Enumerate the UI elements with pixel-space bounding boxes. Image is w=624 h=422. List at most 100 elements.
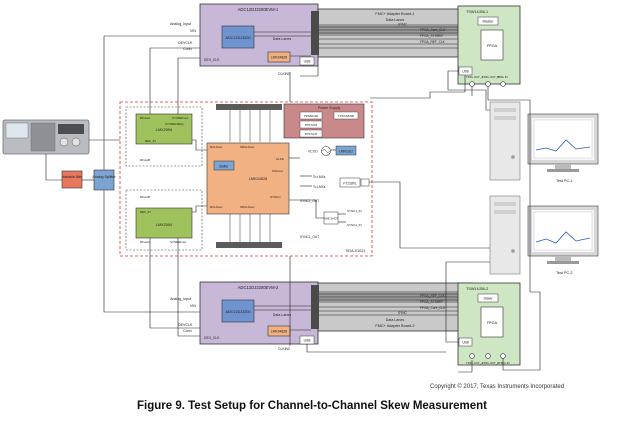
- test-pc-2-label: Test PC-2: [556, 271, 573, 275]
- fpga-bottom-label: FPGA: [487, 321, 498, 325]
- lmk-center: [206, 142, 290, 215]
- lmx-bottom-rfouta: RFoutA: [140, 240, 150, 244]
- fpga-sysref-top: FPGA_SYSREF: [420, 34, 443, 38]
- tida-board: TIDA-01021 LMX2594 RFoutA SYSREFout SYSR…: [119, 101, 373, 257]
- fpga-top: [480, 29, 504, 61]
- sync1-in-b: SYNC1_IN: [347, 223, 362, 227]
- vin-bottom: VIN: [190, 304, 196, 308]
- tsw-top-title: TSW14J56-1: [466, 10, 488, 14]
- fmc-data-lanes-bottom: Data Lanes: [386, 318, 405, 322]
- trig-out-b-top: TRIG OUT_B: [482, 75, 499, 79]
- lmx-bottom-label: LMX2594: [156, 223, 172, 227]
- sync-bottom-label: SYNC: [398, 311, 408, 315]
- test-pc-1: Test PC-1: [489, 101, 599, 183]
- usb-label-bottom: USB: [304, 339, 312, 343]
- lmx-top-sysrefreq: SYSREFREQ: [165, 122, 184, 126]
- tida-label: TIDA-01021: [345, 249, 365, 253]
- lmx-top: [135, 113, 193, 145]
- wiring: [45, 31, 541, 373]
- lmk-top: [267, 51, 291, 63]
- sync-top-label: SYNC: [398, 23, 408, 27]
- tps-d: TPS7A47: [305, 132, 318, 136]
- buffer-block: [213, 160, 235, 171]
- adc-chip-top-label: ADC12DJ3200: [225, 36, 250, 40]
- fmc-connector-bottom-left: [311, 285, 319, 329]
- devclk-bottom: DEVCLK: [178, 323, 193, 327]
- figure-caption: Figure 9. Test Setup for Channel-to-Chan…: [137, 400, 487, 412]
- clkin0-bottom: CLKIN0: [278, 347, 290, 351]
- fmc-connector-top-left: [311, 11, 319, 55]
- trig-out-b-bottom: TRIG OUT_B: [482, 361, 499, 365]
- trig-in-bottom: TRIG IN: [499, 361, 510, 365]
- analog-input-top: Analog_Input: [170, 22, 191, 26]
- lmx-top-sysrefout: SYSREFout: [172, 116, 188, 120]
- usb-port-top: [299, 56, 315, 66]
- lmx-top-label: LMX2594: [156, 128, 172, 132]
- master-badge: [477, 16, 499, 26]
- fpga-ref-clk-bottom: FPGA_REF_CLK: [420, 294, 446, 298]
- adc-evm-top: ADC12DJ3200EVM-1 ADC12DJ3200 LMK04828 Da…: [199, 3, 319, 67]
- lmk-center-sdclkout-b: SDCLKout: [240, 205, 254, 209]
- tps-c: TPS7A91: [305, 123, 318, 127]
- trig-out-a-top: TRIG OUT_A: [466, 75, 483, 79]
- slave-label: Slave: [484, 297, 493, 301]
- tps-a: TPS82130: [304, 114, 319, 118]
- test-setup-diagram: Variable Attn Analog Splitter ADC12DJ320…: [2, 3, 599, 373]
- power-supply: [283, 103, 365, 139]
- analog-splitter: Analog Splitter: [92, 169, 116, 191]
- clkin0-top: CLKIN0: [278, 72, 290, 76]
- lmk-center-dclkout: DCLKout: [210, 145, 222, 149]
- vin-top: VIN: [190, 29, 196, 33]
- power-supply-label: Power Supply: [318, 106, 340, 110]
- adc-chip-bottom-label: ADC12DJ3200: [225, 310, 250, 314]
- conn-bottom: Conn: [183, 329, 192, 333]
- lmx-bottom: [135, 207, 193, 239]
- lmk-center-syncin: SYNCin: [270, 195, 281, 199]
- lmx-top-rfoutb: RFoutB: [140, 158, 150, 162]
- buffer-label: Buffer: [220, 165, 230, 169]
- copyright-notice: Copyright © 2017, Texas Instruments Inco…: [430, 384, 565, 390]
- usb-label-tsw-top: USB: [462, 70, 469, 74]
- analog-splitter-label: Analog Splitter: [92, 175, 116, 179]
- data-lanes-bottom: Data Lanes: [273, 313, 292, 317]
- adc-evm-top-title: ADC12DJ3200EVM-1: [238, 7, 279, 12]
- lmx-top-rfouta: RFoutA: [140, 116, 150, 120]
- master-label: Master: [483, 20, 495, 24]
- devclk-top: DEVCLK: [178, 41, 193, 45]
- fpga-sysref-bottom: FPGA_SYSREF: [420, 300, 443, 304]
- one-shot-label: ONE SHOT: [324, 217, 339, 221]
- trig-out-a-bottom: TRIG OUT_A: [466, 361, 483, 365]
- slave-badge: [477, 293, 499, 303]
- usb-label-top: USB: [304, 60, 312, 64]
- fpga-bottom: [480, 306, 504, 338]
- variable-attenuator: Variable Attn: [61, 170, 83, 189]
- sync1-out-b: SYNC1_OUT: [300, 235, 319, 239]
- adc-evm-bottom-title: ADC12DJ3200EVM-2: [238, 285, 279, 290]
- lmk61e2-block: [335, 145, 357, 156]
- data-lanes-top: Data Lanes: [273, 37, 292, 41]
- sync1-in-a: SYNC1_IN: [347, 209, 362, 213]
- to-lmxs-a: To LMXs: [313, 175, 326, 179]
- fmc-adapter-bottom: FPGA_REF_CLK FPGA_SYSREF FPGA_Core_CLK S…: [317, 282, 473, 332]
- fpga-top-label: FPGA: [487, 44, 498, 48]
- lmk-center-oscout: OSCout: [272, 169, 283, 173]
- lmk-center-dclkout-b: DCLKout: [210, 205, 222, 209]
- tps-b: TPS7A8300: [338, 114, 355, 118]
- fmc-adapter-top-title: FMC+ Adapter Board-1: [375, 12, 414, 16]
- lmk-center-clkin: CLKin: [276, 157, 285, 161]
- analog-input-bottom: Analog_Input: [170, 297, 191, 301]
- to-lmxs-b: To LMXs: [313, 185, 326, 189]
- vcxo-label: VCXO: [308, 150, 318, 154]
- fmc-adapter-bottom-title: FMC+ Adapter Board-2: [375, 324, 414, 328]
- tsw-capture-bottom: TSW14J56-2 Slave FPGA TRIG OUT_A TRIG OU…: [457, 282, 521, 366]
- fmc-adapter-top: FMC+ Adapter Board-1 Data Lanes SYNC FPG…: [317, 8, 473, 58]
- lmx-top-refin: REF_IN: [145, 139, 156, 143]
- ft232-label: FT232RL: [343, 182, 357, 186]
- fmc-data-lanes-top: Data Lanes: [386, 18, 405, 22]
- lmk-center-sdclkout: SDCLKout: [240, 145, 254, 149]
- lmk-bottom-label: LMK04828: [271, 330, 288, 334]
- dev-clk-top: DEV_CLK: [204, 58, 220, 62]
- fpga-core-clk-bottom: FPGA_Core_CLK: [420, 306, 446, 310]
- ft232-block: [339, 177, 361, 188]
- fpga-ref-clk-top: FPGA_REF_CLK: [420, 40, 446, 44]
